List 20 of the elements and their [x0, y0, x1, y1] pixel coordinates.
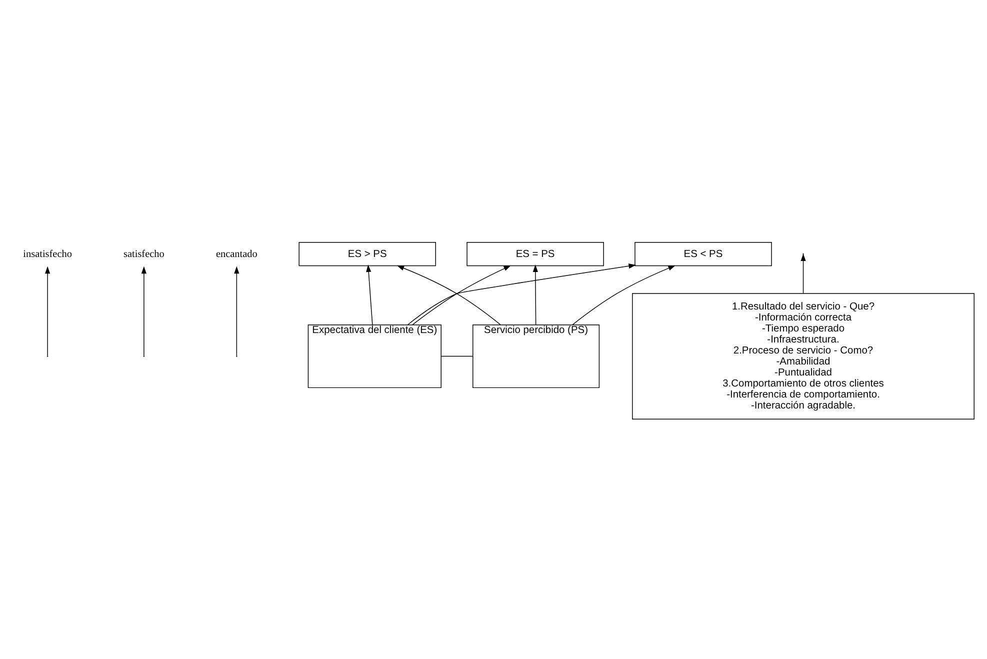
arrow — [141, 266, 146, 356]
arrow — [45, 266, 50, 356]
node-box: Servicio percibido (PS) — [472, 324, 600, 388]
node-box: 1.Resultado del servicio - Que? -Información correcta -Tiempo esperado -Infraestructura. 2.Proceso de servicio - Como? -Amabilidad -Puntualidad 3.Comportamiento de otros clientes -Interferencia de comportamiento. -Interacción agradable. — [632, 292, 974, 419]
arrow — [366, 264, 373, 325]
node-text: satisfecho — [124, 248, 164, 260]
node-text: insatisfecho — [23, 248, 72, 260]
arrow — [800, 253, 806, 294]
arrow — [572, 264, 676, 325]
node-box: ES = PS — [466, 242, 604, 266]
node-text: encantado — [216, 248, 258, 260]
arrow — [234, 266, 240, 356]
arrow — [532, 264, 538, 325]
node-box: Expectativa del cliente (ES) — [308, 324, 442, 388]
arrow — [396, 264, 501, 325]
node-box: ES > PS — [298, 242, 436, 266]
arrow — [407, 263, 636, 325]
arrow — [412, 264, 512, 325]
connector — [440, 355, 474, 356]
node-box: ES < PS — [634, 242, 772, 266]
